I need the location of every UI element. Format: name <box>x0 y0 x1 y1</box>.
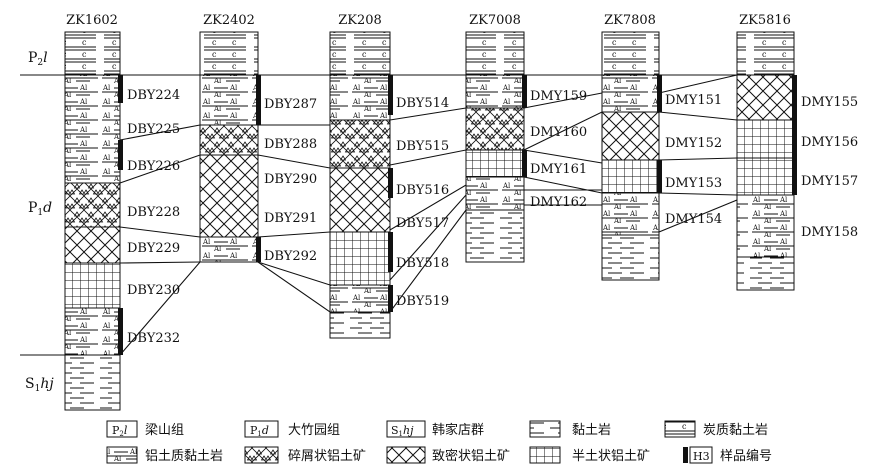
legend-label: 半土状铝土矿 <box>572 449 650 464</box>
borehole-label: ZK7008 <box>469 13 521 28</box>
sample-label: DMY156 <box>801 135 858 150</box>
sample-label: DMY157 <box>801 174 858 189</box>
sample-label: DMY159 <box>530 89 587 104</box>
sample-label: DBY232 <box>127 331 180 346</box>
sample-labels: DBY224 DBY225 DBY226 DBY228 DBY229 DBY23… <box>127 88 858 346</box>
sample-marker <box>792 75 797 120</box>
sample-label: DBY224 <box>127 88 180 103</box>
sample-label: DBY288 <box>264 137 317 152</box>
sample-label: DBY518 <box>396 256 449 271</box>
sample-label: DBY229 <box>127 241 180 256</box>
correlation-line <box>658 157 738 161</box>
sample-label: DBY291 <box>264 211 317 226</box>
sample-label: DMY154 <box>665 212 722 227</box>
sample-marker <box>388 75 393 115</box>
sample-label: DBY519 <box>396 294 449 309</box>
borehole-zk208: ZK208 <box>329 13 393 339</box>
borehole-zk1602: ZK1602 <box>64 13 123 411</box>
borehole-zk7008: ZK7008 <box>465 13 527 263</box>
sample-marker <box>388 285 393 312</box>
sample-label: DMY152 <box>665 136 722 151</box>
svg-text:P2l: P2l <box>112 424 128 438</box>
legend-label: 大竹园组 <box>288 423 340 438</box>
sample-label: DMY151 <box>665 93 722 108</box>
sample-label: DBY516 <box>396 183 449 198</box>
legend-label: 碎屑状铝土矿 <box>288 449 366 464</box>
svg-text:P1d: P1d <box>28 200 52 218</box>
legend-label: 黏土岩 <box>572 422 611 438</box>
sample-marker <box>792 120 797 158</box>
correlation-line <box>119 107 467 141</box>
sample-label: DBY230 <box>127 283 180 298</box>
svg-text:S1hj: S1hj <box>25 376 54 394</box>
sample-marker <box>657 75 662 112</box>
formation-label-s1hj: S1hj <box>25 376 54 394</box>
sample-marker <box>388 232 393 272</box>
legend-item-p1d: P1d 大竹园组 <box>244 420 340 438</box>
sample-label: DBY225 <box>127 122 180 137</box>
legend-label: 梁山组 <box>145 423 184 438</box>
sample-marker <box>118 308 123 355</box>
sample-marker <box>522 150 527 177</box>
legend-label: 铝土质黏土岩 <box>145 448 223 464</box>
correlation-line <box>658 192 738 196</box>
legend-symbol: H3 <box>693 450 710 463</box>
sample-label: DMY162 <box>530 195 587 210</box>
legend-item-semi-earthy-bauxite: 半土状铝土矿 <box>529 446 650 464</box>
sample-marker <box>388 168 393 198</box>
legend-label: 炭质黏土岩 <box>703 422 768 438</box>
sample-label: DMY158 <box>801 225 858 240</box>
sample-marker <box>118 75 123 103</box>
sample-label: DBY287 <box>264 97 317 112</box>
sample-label: DBY290 <box>264 172 317 187</box>
legend-item-dense-bauxite: 致密状铝土矿 <box>386 446 510 464</box>
sample-marker <box>657 160 662 193</box>
borehole-zk2402: ZK2402 <box>199 13 261 263</box>
legend-item-clay: 黏土岩 <box>529 420 611 438</box>
sample-label: DBY228 <box>127 205 180 220</box>
borehole-label: ZK7808 <box>604 13 656 28</box>
borehole-label: ZK208 <box>338 13 382 28</box>
legend-label: 样品编号 <box>720 449 772 464</box>
svg-text:P2l: P2l <box>28 50 48 68</box>
legend-item-sample-number: H3 样品编号 <box>683 446 772 464</box>
legend-item-p2l: P2l 梁山组 <box>106 420 184 438</box>
sample-marker <box>522 75 527 108</box>
sample-marker <box>256 237 261 262</box>
formation-label-p2l: P2l <box>28 50 48 68</box>
legend-item-carbonaceous-clay: 炭质黏土岩 <box>664 420 768 438</box>
sample-label: DMY161 <box>530 162 587 177</box>
borehole-zk7808: ZK7808 <box>601 13 662 281</box>
legend: P2l 梁山组 P1d 大竹园组 S1hj 韩家店群 黏土岩 炭质黏土岩 铝土质… <box>106 420 772 464</box>
sample-label: DBY515 <box>396 139 449 154</box>
sample-label: DBY514 <box>396 96 449 111</box>
borehole-label: ZK1602 <box>66 13 118 28</box>
legend-item-aluminous-clay: 铝土质黏土岩 <box>106 446 223 464</box>
borehole-zk5816: ZK5816 <box>736 13 797 291</box>
svg-text:S1hj: S1hj <box>391 424 414 438</box>
sample-marker <box>256 75 261 125</box>
sample-label: DBY226 <box>127 159 180 174</box>
svg-text:P1d: P1d <box>250 424 269 438</box>
borehole-label: ZK2402 <box>203 13 255 28</box>
sample-label: DBY292 <box>264 249 317 264</box>
formation-label-p1d: P1d <box>28 200 52 218</box>
sample-label: DMY160 <box>530 125 587 140</box>
sample-marker <box>792 158 797 195</box>
sample-label: DMY155 <box>801 95 858 110</box>
sample-label: DMY153 <box>665 176 722 191</box>
sample-marker <box>118 140 123 170</box>
legend-label: 韩家店群 <box>432 422 484 438</box>
legend-item-clastic-bauxite: 碎屑状铝土矿 <box>244 446 366 464</box>
correlation-line <box>658 199 738 233</box>
sample-label: DBY517 <box>396 216 449 231</box>
legend-label: 致密状铝土矿 <box>432 448 510 464</box>
borehole-label: ZK5816 <box>739 13 791 28</box>
legend-item-s1hj: S1hj 韩家店群 <box>386 420 484 438</box>
